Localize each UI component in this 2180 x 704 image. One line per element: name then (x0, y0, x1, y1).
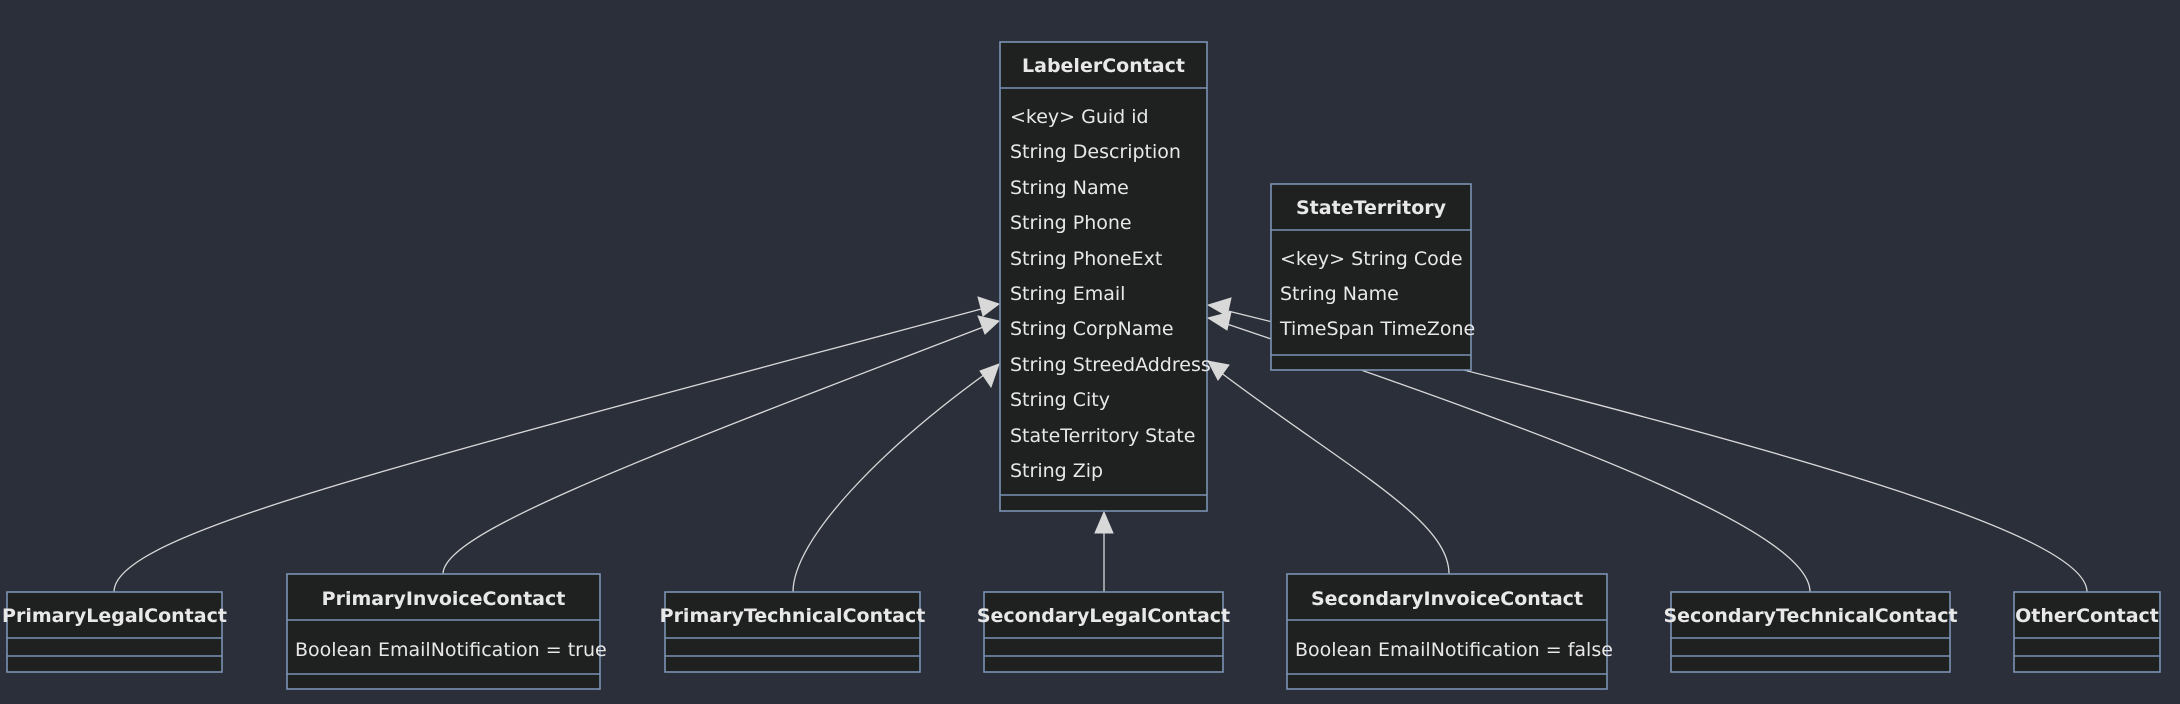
edge-primary-invoice-to-labeler (442, 325, 987, 575)
class-title: PrimaryTechnicalContact (660, 605, 926, 627)
class-member: Boolean EmailNotification = true (295, 639, 607, 661)
class-member: String CorpName (1010, 318, 1174, 340)
class-title: SecondaryInvoiceContact (1311, 588, 1583, 610)
class-title: SecondaryLegalContact (977, 605, 1230, 627)
arrowhead-other (1206, 297, 1232, 317)
class-member: String Phone (1010, 212, 1132, 234)
arrowhead-secondary-legal (1094, 510, 1114, 534)
class-box (1670, 591, 1951, 673)
class-primary-technical-contact[interactable]: PrimaryTechnicalContact (660, 591, 926, 673)
class-member: Boolean EmailNotification = false (1295, 639, 1613, 661)
class-title: OtherContact (2015, 605, 2159, 627)
class-member: String Zip (1010, 460, 1103, 482)
arrowhead-primary-legal (977, 296, 1001, 317)
class-secondary-invoice-contact[interactable]: SecondaryInvoiceContact Boolean EmailNot… (1286, 573, 1613, 690)
arrowhead-secondary-invoice (1207, 360, 1230, 381)
class-member: String Name (1010, 177, 1129, 199)
edge-secondary-technical-to-labeler (1223, 322, 1811, 593)
class-primary-legal-contact[interactable]: PrimaryLegalContact (2, 591, 227, 673)
class-box (664, 591, 921, 673)
arrowhead-secondary-technical (1206, 311, 1232, 331)
class-box (2013, 591, 2161, 673)
class-member: String PhoneExt (1010, 248, 1162, 270)
class-labeler-contact[interactable]: LabelerContact <key> Guid id String Desc… (999, 41, 1211, 512)
class-member: TimeSpan TimeZone (1279, 318, 1475, 340)
class-title: LabelerContact (1022, 55, 1185, 77)
class-member: String Description (1010, 141, 1181, 163)
class-box (6, 591, 223, 673)
class-member: String Name (1280, 283, 1399, 305)
edge-primary-legal-to-labeler (113, 307, 986, 593)
class-box (999, 41, 1208, 512)
class-member: String City (1010, 389, 1110, 411)
class-box (1286, 573, 1608, 690)
class-member: String Email (1010, 283, 1125, 305)
arrowhead-primary-technical (979, 363, 1000, 389)
class-primary-invoice-contact[interactable]: PrimaryInvoiceContact Boolean EmailNotif… (286, 573, 607, 690)
class-state-territory[interactable]: StateTerritory <key> String Code String … (1270, 183, 1475, 371)
class-title: PrimaryLegalContact (2, 605, 227, 627)
class-member: <key> Guid id (1010, 106, 1149, 128)
class-other-contact[interactable]: OtherContact (2013, 591, 2161, 673)
class-title: PrimaryInvoiceContact (322, 588, 566, 610)
edge-secondary-invoice-to-labeler (1219, 371, 1450, 575)
class-member: StateTerritory State (1010, 425, 1195, 447)
inheritance-edges (113, 296, 2088, 593)
class-member: String StreedAddress (1010, 354, 1211, 376)
class-title: StateTerritory (1296, 197, 1447, 219)
class-title: SecondaryTechnicalContact (1663, 605, 1957, 627)
class-box (286, 573, 601, 690)
class-box (1270, 183, 1472, 371)
edge-primary-technical-to-labeler (792, 371, 989, 593)
class-secondary-technical-contact[interactable]: SecondaryTechnicalContact (1663, 591, 1958, 673)
class-box (983, 591, 1224, 673)
class-member: <key> String Code (1280, 248, 1463, 270)
class-secondary-legal-contact[interactable]: SecondaryLegalContact (977, 591, 1230, 673)
arrowhead-primary-invoice (977, 315, 1001, 335)
